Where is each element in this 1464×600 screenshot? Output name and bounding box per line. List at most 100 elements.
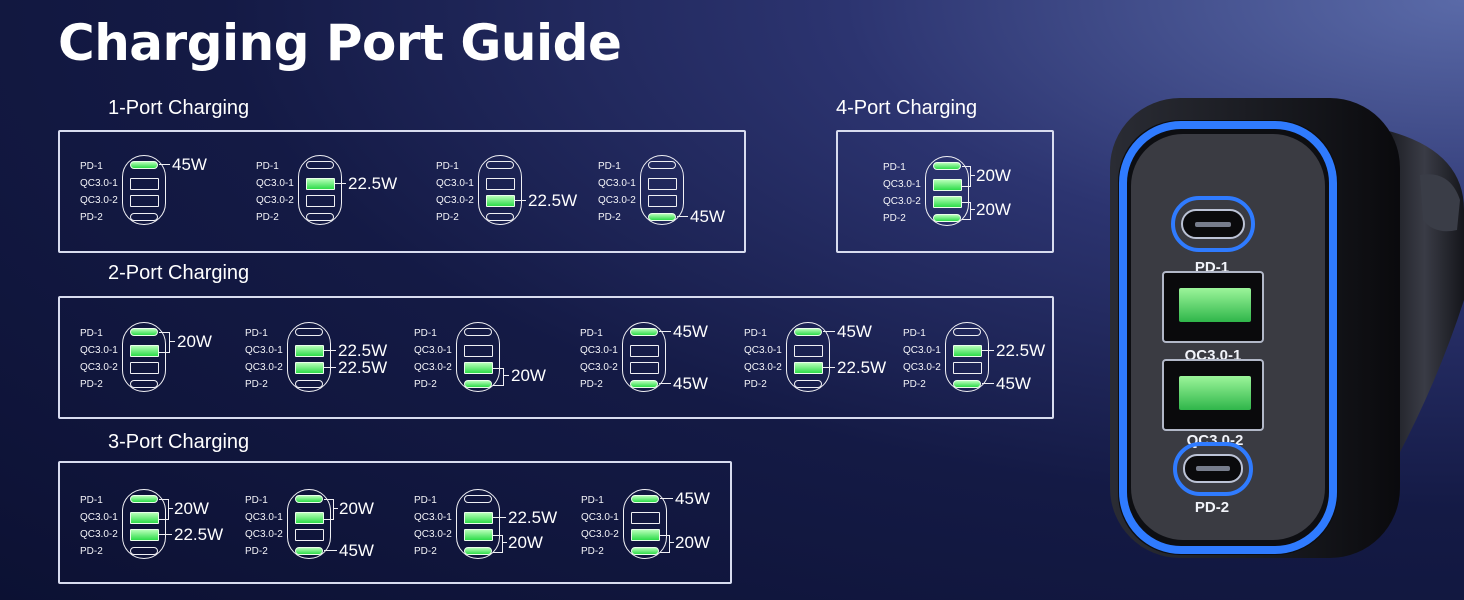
charger-outline <box>287 322 331 392</box>
car-charger-image: PD-1 QC3.0-1 QC3.0-2 PD-2 <box>1110 98 1464 558</box>
port-label-pd2: PD-2 <box>414 546 437 557</box>
port-qc2-active <box>295 362 324 374</box>
port-pd2-active <box>630 380 658 388</box>
wattage-label: 20W <box>508 533 543 552</box>
charger-outline <box>122 155 166 225</box>
port-qc1-active <box>130 345 159 357</box>
port-qc1 <box>464 345 493 357</box>
port-label-qc2: QC3.0-2 <box>80 362 118 373</box>
port-label-pd2: PD-2 <box>598 212 621 223</box>
port-label-pd2: PD-2 <box>581 546 604 557</box>
port-label-qc1: QC3.0-1 <box>80 178 118 189</box>
port-pd1 <box>953 328 981 336</box>
wattage-label: 20W <box>177 331 212 351</box>
wattage-label: 20W <box>511 366 546 385</box>
connector-line <box>493 517 506 519</box>
port-label-pd2: PD-2 <box>80 379 103 390</box>
charger-outline <box>786 322 830 392</box>
connector-line <box>970 209 975 211</box>
wattage-label: 20W <box>976 165 1011 185</box>
port-label-qc1: QC3.0-1 <box>580 345 618 356</box>
port-label-pd1: PD-1 <box>580 328 603 339</box>
port-pd1 <box>464 328 492 336</box>
pd2-glow <box>1173 442 1253 496</box>
charger-outline <box>945 322 989 392</box>
wattage-label: 22.5W <box>528 191 578 210</box>
charger-outline <box>456 322 500 392</box>
port-qc2-active <box>631 529 660 541</box>
port-pd1 <box>295 328 323 336</box>
port-label-qc1: QC3.0-1 <box>245 345 283 356</box>
connector-bracket <box>159 499 169 520</box>
port-qc2 <box>295 529 324 541</box>
port-qc1 <box>630 345 659 357</box>
connector-bracket <box>493 368 504 386</box>
port-qc1-active <box>306 178 335 190</box>
wattage-label: 45W <box>996 374 1031 393</box>
port-pd1 <box>486 161 514 169</box>
port-qc1-active <box>464 512 493 524</box>
port-label-pd1: PD-1 <box>245 328 268 339</box>
wattage-label: 22.5W <box>174 525 224 544</box>
port-pd2-active <box>464 547 492 555</box>
port-label-qc2: QC3.0-2 <box>598 195 636 206</box>
wattage-label: 22.5W <box>348 174 398 193</box>
port-pd2 <box>130 380 158 388</box>
port-qc2-active <box>464 362 493 374</box>
port-qc1-active <box>295 512 324 524</box>
connector-line <box>159 534 172 536</box>
port-label-qc1: QC3.0-1 <box>245 512 283 523</box>
page-title: Charging Port Guide <box>58 14 622 72</box>
port-pd1-active <box>631 495 659 503</box>
port-pd1-active <box>130 495 158 503</box>
port-label-qc2: QC3.0-2 <box>581 529 619 540</box>
section-title-1-port: 1-Port Charging <box>108 97 250 119</box>
port-label-pd1: PD-1 <box>80 161 103 172</box>
wattage-label: 22.5W <box>508 508 558 527</box>
connector-bracket <box>159 332 170 353</box>
port-label-pd1: PD-1 <box>903 328 926 339</box>
port-label-pd2: PD-2 <box>744 379 767 390</box>
pd2-tongue <box>1196 466 1230 471</box>
port-pd1 <box>306 161 334 169</box>
port-pd2-active <box>933 214 961 222</box>
port-pd1 <box>464 495 492 503</box>
port-pd2-active <box>648 213 676 221</box>
connector-line <box>659 383 671 385</box>
port-qc2-active <box>130 529 159 541</box>
port-label-pd1: PD-1 <box>414 495 437 506</box>
port-pd2 <box>486 213 514 221</box>
wattage-label: 20W <box>339 498 374 518</box>
charger-outline <box>122 322 166 392</box>
port-label-qc2: QC3.0-2 <box>883 196 921 207</box>
section-title-2-port: 2-Port Charging <box>108 262 250 284</box>
port-qc2-active <box>794 362 823 374</box>
connector-line <box>515 200 526 202</box>
section-title-3-port: 3-Port Charging <box>108 431 250 453</box>
port-qc2 <box>630 362 659 374</box>
wattage-label: 22.5W <box>338 341 388 360</box>
port-label-pd2: PD-2 <box>80 546 103 557</box>
connector-line <box>982 383 994 385</box>
connector-bracket <box>493 535 503 553</box>
port-label-qc2: QC3.0-2 <box>256 195 294 206</box>
wattage-label: 22.5W <box>338 358 388 377</box>
charger-outline <box>122 489 166 559</box>
port-pd1-active <box>130 328 158 336</box>
port-pd1 <box>648 161 676 169</box>
